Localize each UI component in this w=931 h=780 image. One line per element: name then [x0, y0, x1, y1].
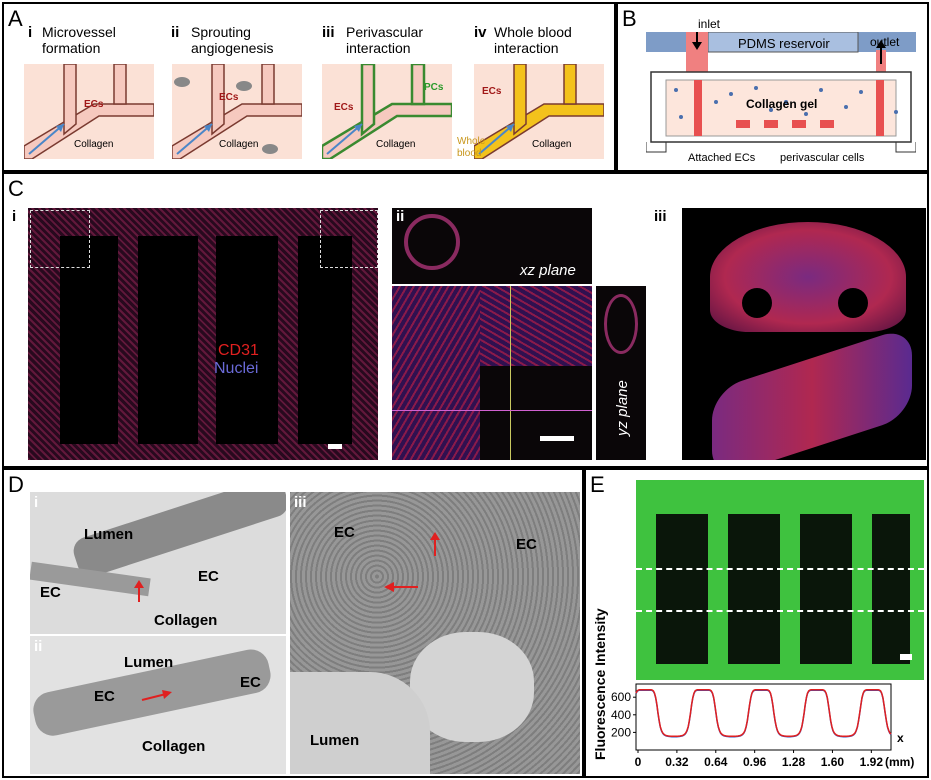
c-nuclei-label: Nuclei [214, 360, 259, 377]
d-ii-ec1: EC [94, 688, 115, 705]
e-intensity-chart: 200 400 600 0 0.32 0.64 0.96 1.28 1.60 1.92 x (mm) [611, 683, 914, 769]
c-ii-scale-bar [540, 436, 574, 441]
a-iv-blood: blood [457, 148, 482, 159]
b-inlet-label: inlet [698, 17, 721, 31]
panel-c-label: C [8, 176, 24, 201]
d-i-em-image [30, 492, 286, 634]
c-i-scale-bar [328, 444, 342, 449]
d-ii-lumen: Lumen [124, 654, 174, 671]
panel-e-label: E [590, 472, 605, 497]
a-iv-roman: iv [474, 24, 487, 41]
a-i-roman: i [28, 24, 33, 41]
a-iii-collagen: Collagen [376, 139, 416, 150]
a-ii-title-1: Sprouting [191, 24, 251, 40]
a-i-illustration [24, 64, 154, 159]
d-iii-ec2: EC [516, 536, 537, 553]
c-i-confocal-image [28, 208, 378, 460]
series-red-line [635, 688, 892, 738]
c-ii-roman: ii [396, 208, 405, 225]
a-ii-ecs: ECs [219, 92, 239, 103]
a-iv-ecs: ECs [482, 86, 502, 97]
e-fluorescence-image [636, 480, 924, 680]
d-ii-ec2: EC [240, 674, 261, 691]
a-ii-illustration [172, 64, 302, 159]
d-iii-roman: iii [294, 494, 307, 511]
panel-d: D i Lumen EC EC Collagen ii Lumen EC EC … [2, 468, 584, 778]
d-i-collagen: Collagen [154, 612, 218, 629]
c-iii-roman: iii [654, 208, 667, 225]
a-ii-collagen: Collagen [219, 139, 259, 150]
x-tick-label-1: 0.32 [665, 755, 689, 769]
x-tick-label-0: 0 [635, 755, 642, 769]
panel-a-label: A [8, 6, 23, 31]
panel-d-label: D [8, 472, 24, 497]
a-iii-illustration [322, 64, 452, 159]
d-i-ec2: EC [198, 568, 219, 585]
a-ii-roman: ii [171, 24, 180, 41]
a-iii-roman: iii [322, 24, 335, 41]
x-tick-label-4: 1.28 [782, 755, 806, 769]
d-i-ec1: EC [40, 584, 61, 601]
c-i-roman: i [12, 208, 17, 225]
c-iii-3d-image [682, 208, 926, 460]
d-iii-lumen: Lumen [310, 732, 360, 749]
x-axis-unit: (mm) [885, 755, 914, 769]
c-xz-label: xz plane [520, 262, 576, 279]
a-i-collagen: Collagen [74, 139, 114, 150]
d-iii-ec1: EC [334, 524, 355, 541]
panel-c: C i CD31 Nuclei ii xz plane yz plane iii [2, 172, 929, 468]
d-ii-collagen: Collagen [142, 738, 206, 755]
y-tick-label-0: 200 [611, 725, 631, 739]
panel-a: A i Microvessel formation ECs Collagen i… [2, 2, 616, 172]
d-i-lumen: Lumen [84, 526, 134, 543]
d-i-red-arrow [134, 580, 144, 602]
a-iii-title-1: Perivascular [346, 24, 424, 40]
a-iv-title-2: interaction [494, 40, 559, 56]
panel-b: B inlet outlet PDMS reservoir Colla [616, 2, 929, 172]
d-iii-red-arrow-up [430, 532, 440, 556]
c-cd31-label: CD31 [218, 342, 259, 359]
x-tick-label-5: 1.60 [821, 755, 845, 769]
b-reservoir-label: PDMS reservoir [738, 36, 830, 51]
a-i-title-1: Microvessel [42, 24, 116, 40]
b-perivascular-label: perivascular cells [780, 152, 865, 164]
c-ii-xz-image [392, 208, 592, 284]
x-tick-label-3: 0.96 [743, 755, 767, 769]
a-iv-collagen: Collagen [532, 139, 572, 150]
y-tick-label-2: 600 [611, 690, 631, 704]
a-iii-pcs: PCs [424, 82, 444, 93]
y-tick-label-1: 400 [611, 708, 631, 722]
a-ii-title-2: angiogenesis [191, 40, 274, 56]
a-iv-illustration [474, 64, 604, 159]
c-yz-label: yz plane [614, 380, 631, 436]
d-ii-em-image [30, 636, 286, 774]
c-ii-plane-image [392, 286, 592, 460]
a-i-ecs: ECs [84, 99, 104, 110]
e-scale-bar [900, 654, 912, 660]
series-blue-line [635, 689, 892, 738]
d-i-roman: i [34, 494, 39, 511]
a-iv-whole: Whole [457, 136, 486, 147]
x-tick-label-2: 0.64 [704, 755, 728, 769]
b-outlet-label: outlet [870, 35, 900, 49]
c-ii-yz-image [596, 286, 646, 460]
a-iv-title-1: Whole blood [494, 24, 572, 40]
a-iii-ecs: ECs [334, 102, 354, 113]
a-i-title-2: formation [42, 40, 101, 56]
chart-frame [635, 683, 892, 751]
panel-b-label: B [622, 6, 637, 31]
d-iii-red-arrow-left [384, 582, 418, 592]
x-axis-letter: x [897, 731, 904, 745]
b-attached-label: Attached ECs [688, 152, 756, 164]
d-ii-roman: ii [34, 638, 43, 655]
b-gel-label: Collagen gel [746, 97, 818, 111]
d-ii-red-arrow [141, 690, 172, 701]
x-tick-label-6: 1.92 [860, 755, 884, 769]
b-device-schematic [646, 32, 916, 153]
a-iii-title-2: interaction [346, 40, 411, 56]
